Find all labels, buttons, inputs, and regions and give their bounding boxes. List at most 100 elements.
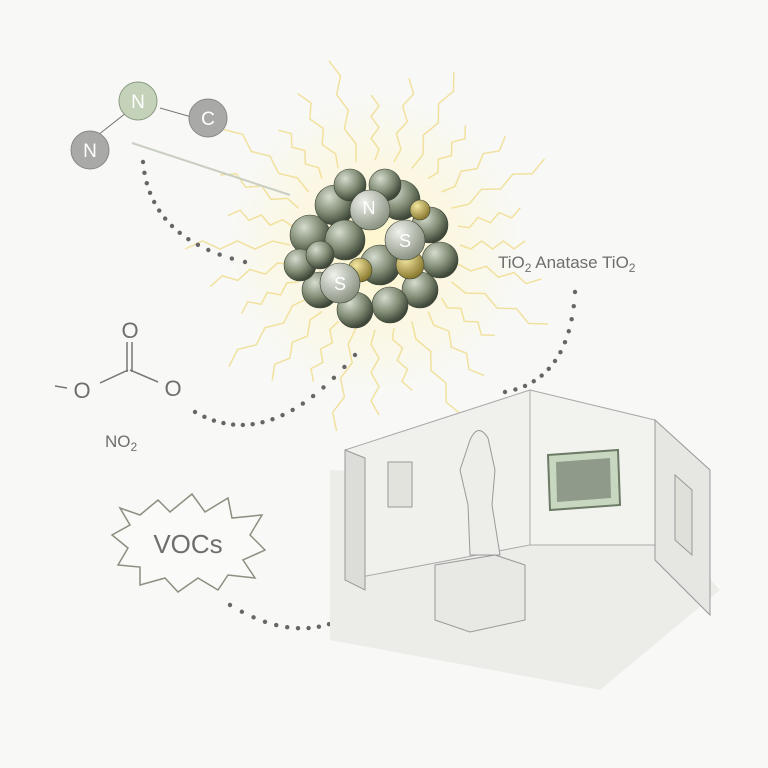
path-dot: [300, 401, 306, 406]
path-dot: [192, 409, 198, 415]
atom-n-green: [118, 81, 158, 121]
path-dot: [169, 223, 175, 229]
path-dot: [571, 303, 576, 309]
atom-label: S: [334, 274, 346, 294]
atom-label: S: [399, 231, 411, 251]
light-ray: [271, 310, 323, 381]
light-ray: [457, 263, 542, 285]
path-dot: [558, 349, 563, 355]
path-dot: [206, 247, 211, 253]
light-ray: [209, 262, 293, 288]
path-dot: [162, 216, 168, 221]
carbonate-structure: [54, 342, 159, 389]
path-dot: [566, 329, 571, 334]
particle-sphere: [305, 240, 335, 270]
path-dot: [522, 383, 528, 389]
light-ray: [297, 92, 339, 169]
path-dot: [250, 421, 255, 427]
path-dot: [546, 366, 551, 372]
particle-sphere: [324, 219, 366, 261]
atom-c: [188, 98, 228, 138]
path-dot: [229, 256, 235, 261]
path-dot: [157, 208, 162, 213]
particle-sphere: [384, 219, 426, 261]
path-dot: [177, 230, 182, 236]
path-dot: [239, 609, 245, 614]
light-ray: [328, 60, 357, 163]
light-rays: [184, 60, 548, 432]
path-dot: [280, 412, 285, 418]
light-ray: [411, 321, 462, 416]
light-ray: [310, 321, 339, 383]
light-ray: [441, 135, 507, 193]
light-ray: [393, 78, 415, 163]
light-ray: [331, 327, 357, 432]
atom-o: O: [121, 318, 138, 343]
path-dot: [262, 619, 268, 624]
tio2-nanoparticle-cluster: [283, 168, 459, 329]
light-ray: [451, 158, 546, 209]
gallery-room: [330, 389, 720, 690]
atom-o: O: [73, 378, 90, 403]
path-dot: [274, 622, 279, 628]
path-dot: [242, 259, 248, 265]
path-dot: [290, 407, 295, 413]
atom-n-gray: [70, 130, 110, 170]
right-wall-frame: [674, 473, 693, 557]
path-dot: [552, 358, 558, 364]
left-wall-frame: [387, 461, 413, 508]
light-ray: [459, 240, 526, 250]
light-ray: [278, 129, 323, 179]
path-dot: [240, 422, 246, 428]
particle-sphere: [409, 199, 431, 221]
particle-sphere: [349, 189, 391, 231]
picture-canvas: [556, 458, 611, 502]
light-ray: [370, 329, 380, 416]
cluster-labels: N S S: [334, 198, 411, 294]
path-dot: [230, 422, 236, 427]
light-ray: [457, 207, 521, 229]
path-dot: [321, 385, 326, 390]
light-ray: [427, 125, 467, 180]
light-ray: [227, 209, 293, 227]
path-dot: [562, 340, 568, 345]
path-dot: [352, 352, 358, 358]
path-dot: [306, 625, 311, 631]
atom-label: N: [83, 141, 97, 162]
path-dot: [310, 393, 316, 399]
vocs-burst: [110, 492, 267, 593]
path-dot: [151, 199, 157, 205]
path-dot: [142, 170, 147, 176]
path-dot: [285, 625, 290, 630]
path-dot: [217, 252, 222, 257]
path-dot: [342, 364, 347, 370]
path-dot: [140, 159, 146, 165]
light-ray: [451, 281, 548, 325]
atom-label: N: [363, 198, 376, 218]
light-ray: [240, 281, 299, 315]
particle-sphere: [319, 262, 361, 304]
arrow: [131, 142, 291, 196]
atom-label: N: [131, 92, 145, 113]
vocs-label: VOCs: [153, 529, 222, 559]
path-dot: [221, 420, 226, 426]
path-dot: [295, 626, 301, 631]
light-ray: [391, 327, 413, 391]
pedestal: [434, 554, 526, 633]
light-ray: [440, 297, 495, 337]
path-dot: [502, 389, 508, 395]
glow: [225, 95, 525, 395]
light-ray: [370, 94, 380, 161]
left-wall-edge: [344, 449, 366, 591]
path-dot: [202, 414, 207, 420]
path-dot: [260, 420, 265, 425]
path-dot: [316, 624, 322, 629]
particle-sphere: [421, 241, 459, 279]
path-dot: [531, 379, 536, 384]
path-dot: [539, 373, 544, 378]
path-dot: [572, 289, 578, 295]
path-dot: [251, 615, 256, 620]
light-ray: [184, 240, 291, 250]
